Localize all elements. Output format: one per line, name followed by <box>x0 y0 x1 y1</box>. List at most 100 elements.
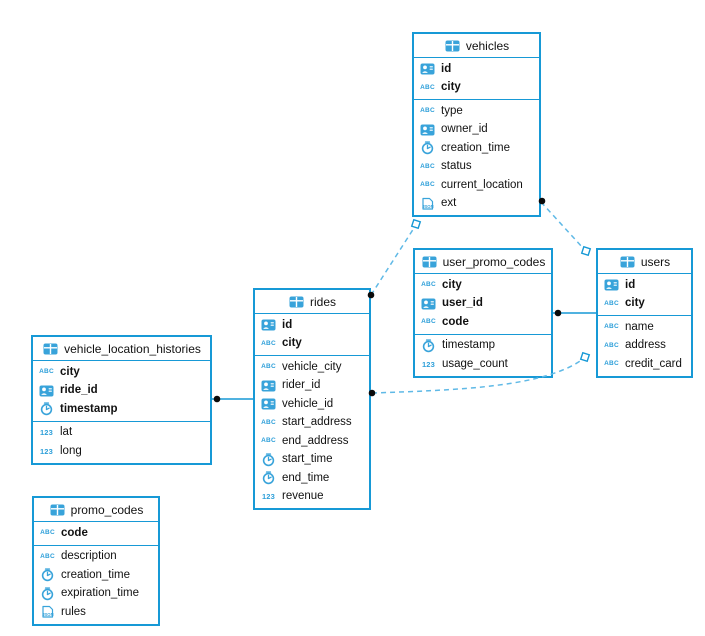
text-type-icon: ABC <box>260 437 277 445</box>
field-row-vehicle_id[interactable]: vehicle_id <box>255 395 369 414</box>
table-name: user_promo_codes <box>442 254 546 269</box>
abc-glyph: ABC <box>420 107 435 114</box>
field-name: expiration_time <box>61 587 139 599</box>
field-row-expiration_time[interactable]: expiration_time <box>34 585 158 604</box>
abc-glyph: ABC <box>421 318 436 325</box>
field-row-description[interactable]: ABC description <box>34 548 158 567</box>
text-type-icon: ABC <box>39 552 56 561</box>
field-name: long <box>60 444 82 457</box>
abc-glyph: ABC <box>261 363 276 370</box>
field-row-start_time[interactable]: start_time <box>255 451 369 470</box>
field-row-ride_id[interactable]: ride_id <box>33 382 210 401</box>
text-type-icon: ABC <box>420 281 437 289</box>
id-badge-icon <box>603 278 620 292</box>
clock-type-icon <box>38 402 55 416</box>
text-type-icon: ABC <box>260 363 277 371</box>
abc-glyph: ABC <box>261 418 276 426</box>
field-row-creation_time[interactable]: creation_time <box>414 139 539 158</box>
field-row-status[interactable]: ABC status <box>414 158 539 177</box>
table-header[interactable]: user_promo_codes <box>415 250 551 274</box>
table-name: vehicle_location_histories <box>64 341 201 356</box>
table-header[interactable]: promo_codes <box>34 498 158 522</box>
field-row-end_time[interactable]: end_time <box>255 469 369 488</box>
123-glyph: 123 <box>39 428 54 437</box>
relationship-line-rides-vehicles[interactable] <box>370 227 415 296</box>
field-name: creation_time <box>441 141 511 154</box>
field-name: rules <box>61 605 86 618</box>
field-row-id[interactable]: id <box>598 276 691 295</box>
field-name: code <box>442 315 469 328</box>
text-type-icon: ABC <box>260 418 277 427</box>
table-header[interactable]: vehicles <box>414 34 539 58</box>
clock-type-icon <box>260 453 277 467</box>
field-row-code[interactable]: ABC code <box>415 313 551 332</box>
abc-glyph: ABC <box>261 437 276 444</box>
field-name: credit_card <box>625 357 682 370</box>
field-name: creation_time <box>61 568 131 581</box>
field-row-owner_id[interactable]: owner_id <box>414 121 539 140</box>
field-name: end_time <box>282 471 330 484</box>
table-header[interactable]: vehicle_location_histories <box>33 337 210 361</box>
field-name: status <box>441 160 472 172</box>
columns-section: ABC description creation_time expiration_ti… <box>34 546 158 624</box>
field-row-user_id[interactable]: user_id <box>415 295 551 314</box>
field-name: timestamp <box>442 339 496 351</box>
field-row-rider_id[interactable]: rider_id <box>255 377 369 396</box>
text-type-icon: ABC <box>419 163 436 171</box>
abc-glyph: ABC <box>604 299 619 307</box>
number-type-icon: 123 <box>420 360 437 369</box>
abc-glyph: ABC <box>421 281 436 288</box>
field-row-id[interactable]: id <box>255 316 369 335</box>
text-type-icon: ABC <box>603 323 620 331</box>
table-icon <box>619 256 636 268</box>
field-name: timestamp <box>60 402 118 415</box>
field-row-timestamp[interactable]: timestamp <box>415 337 551 356</box>
field-name: id <box>441 62 452 75</box>
field-row-id[interactable]: id <box>414 60 539 79</box>
table-name: promo_codes <box>70 502 144 517</box>
field-row-name[interactable]: ABC name <box>598 318 691 337</box>
field-row-timestamp[interactable]: timestamp <box>33 400 210 419</box>
clock-type-icon <box>420 339 437 353</box>
svg-text:JSON: JSON <box>42 612 53 617</box>
field-name: description <box>61 550 117 562</box>
table-header[interactable]: rides <box>255 290 369 314</box>
field-row-rules[interactable]: JSON rules <box>34 603 158 622</box>
field-name: name <box>625 320 654 333</box>
relationship-line-vehicles-users[interactable] <box>540 201 584 249</box>
abc-glyph: ABC <box>420 83 435 91</box>
field-row-creation_time[interactable]: creation_time <box>34 566 158 585</box>
abc-glyph: ABC <box>40 552 55 560</box>
table-header[interactable]: users <box>598 250 691 274</box>
